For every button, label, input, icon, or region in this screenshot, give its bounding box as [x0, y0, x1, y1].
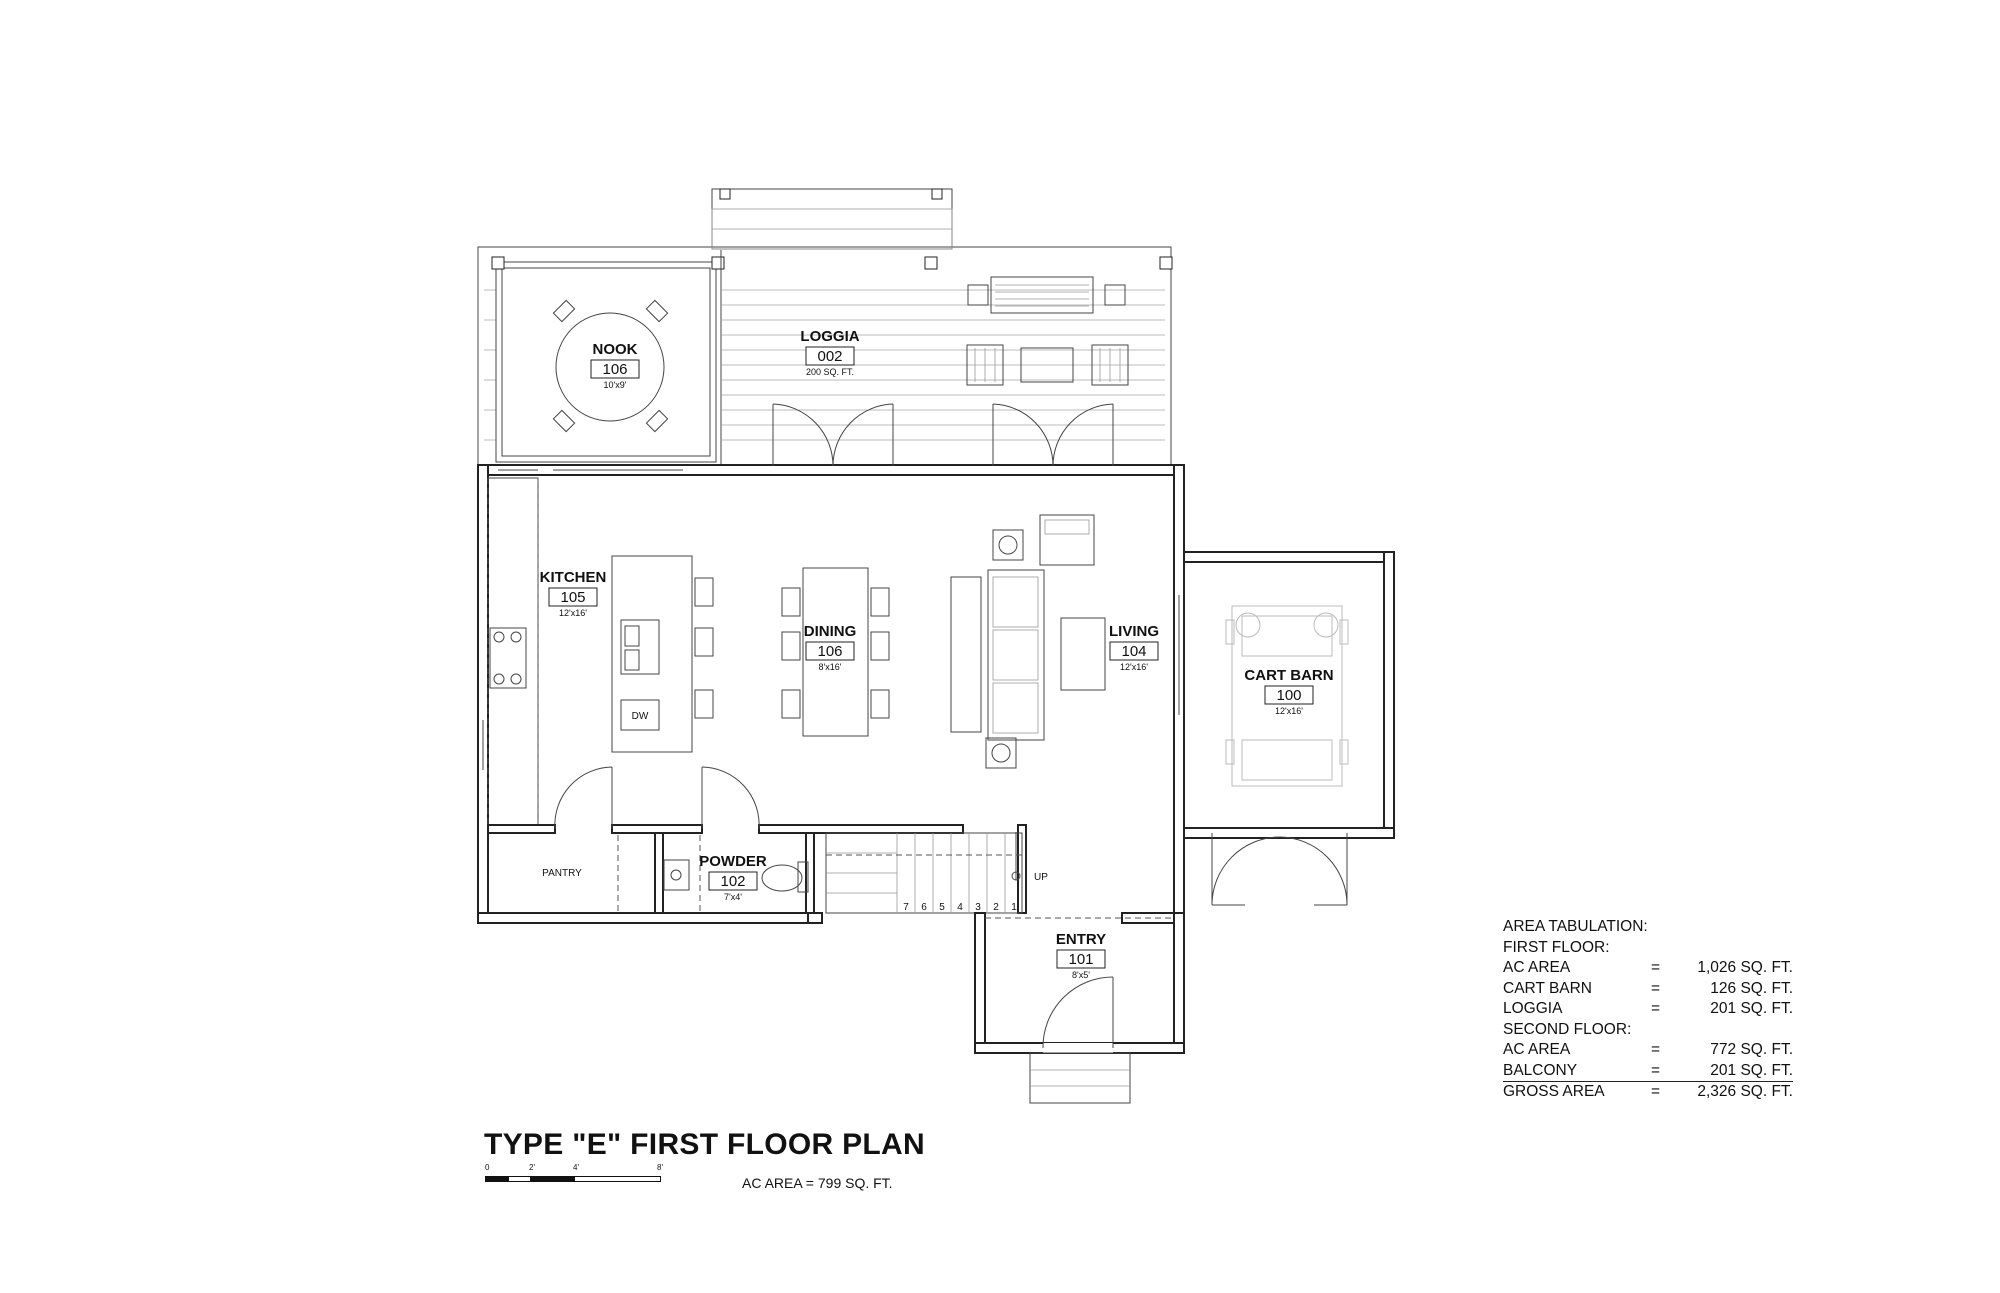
stair-step-number: 2	[993, 902, 999, 913]
kitchen-doors	[554, 766, 760, 830]
stair-step-numbers: 7 6 5 4 3 2 1	[903, 902, 1017, 913]
svg-text:12'x16': 12'x16'	[1120, 662, 1148, 672]
room-tag-living: LIVING 104 12'x16'	[1109, 623, 1159, 672]
scale-tick: 2'	[529, 1163, 535, 1172]
room-tag-kitchen: KITCHEN 105 12'x16'	[540, 569, 607, 618]
stair-step-number: 3	[975, 902, 981, 913]
room-tag-pantry: PANTRY	[542, 868, 582, 879]
svg-text:8'x5': 8'x5'	[1072, 970, 1090, 980]
loggia-porch	[477, 188, 1173, 466]
svg-text:LIVING: LIVING	[1109, 623, 1159, 640]
svg-text:POWDER: POWDER	[699, 853, 767, 870]
svg-text:KITCHEN: KITCHEN	[540, 569, 607, 586]
area-row: AC AREA=772 SQ. FT.	[1503, 1041, 1793, 1058]
living-furniture	[950, 514, 1106, 769]
svg-text:DINING: DINING	[804, 623, 857, 640]
second-floor-label: SECOND FLOOR:	[1503, 1020, 1632, 1038]
svg-text:106: 106	[817, 643, 842, 660]
svg-text:002: 002	[817, 348, 842, 365]
pantry-powder-fixtures	[617, 835, 809, 912]
room-tag-loggia: LOGGIA 002 200 SQ. FT.	[800, 328, 859, 377]
dishwasher-label: DW	[632, 711, 649, 722]
stair-step-number: 4	[957, 902, 963, 913]
svg-text:ENTRY: ENTRY	[1056, 931, 1106, 948]
loggia-french-doors	[772, 403, 1114, 467]
svg-text:100: 100	[1276, 687, 1301, 704]
room-tag-entry: ENTRY 101 8'x5'	[1056, 931, 1106, 980]
top-wall-openings	[498, 466, 1113, 474]
stair-step-number: 1	[1011, 902, 1017, 913]
area-row: LOGGIA=201 SQ. FT.	[1503, 1000, 1793, 1017]
scale-tick: 0	[485, 1163, 490, 1172]
deck-boards	[484, 289, 1165, 441]
room-tag-nook: NOOK 106 10'x9'	[590, 341, 640, 390]
plan-title: TYPE "E" FIRST FLOOR PLAN	[484, 1128, 925, 1161]
nook-table	[552, 299, 669, 433]
loggia-furniture	[966, 276, 1129, 386]
svg-text:7'x4': 7'x4'	[724, 892, 742, 902]
scale-tick: 4'	[573, 1163, 579, 1172]
svg-text:12'x16': 12'x16'	[1275, 706, 1303, 716]
svg-text:8'x16': 8'x16'	[819, 662, 842, 672]
svg-text:104: 104	[1121, 643, 1146, 660]
left-wall-windows	[479, 535, 487, 895]
area-tabulation: AREA TABULATION: FIRST FLOOR: AC AREA=1,…	[1503, 917, 1793, 1103]
kitchen-island	[611, 555, 714, 753]
entry-vestibule	[974, 912, 1185, 1104]
gross-area-row: GROSS AREA=2,326 SQ. FT.	[1503, 1083, 1793, 1100]
svg-text:10'x9': 10'x9'	[604, 380, 627, 390]
area-tabulation-title: AREA TABULATION:	[1503, 918, 1648, 935]
svg-text:NOOK: NOOK	[593, 341, 638, 358]
svg-text:CART BARN: CART BARN	[1244, 667, 1333, 684]
svg-text:200 SQ. FT.: 200 SQ. FT.	[806, 367, 854, 377]
cart-barn	[1183, 551, 1395, 906]
svg-text:101: 101	[1068, 951, 1093, 968]
area-row: CART BARN=126 SQ. FT.	[1503, 979, 1793, 997]
ac-area-note: AC AREA = 799 SQ. FT.	[742, 1175, 893, 1191]
dining-table	[781, 567, 890, 737]
room-tag-powder: POWDER 102 7'x4'	[699, 853, 767, 902]
svg-text:PANTRY: PANTRY	[542, 868, 582, 879]
svg-text:12'x16': 12'x16'	[559, 608, 587, 618]
scale-bar: 0 2' 4' 8'	[485, 1163, 665, 1187]
svg-text:102: 102	[720, 873, 745, 890]
stair-up-label: UP	[1034, 872, 1048, 883]
svg-text:105: 105	[560, 589, 585, 606]
svg-text:106: 106	[602, 361, 627, 378]
area-row: BALCONY=201 SQ. FT.	[1503, 1061, 1793, 1082]
kitchen-counter	[487, 477, 539, 831]
room-tag-cart-barn: CART BARN 100 12'x16'	[1244, 667, 1333, 716]
room-tag-dining: DINING 106 8'x16'	[804, 623, 857, 672]
stair-step-number: 5	[939, 902, 945, 913]
first-floor-label: FIRST FLOOR:	[1503, 938, 1610, 956]
area-row: AC AREA=1,026 SQ. FT.	[1503, 959, 1793, 976]
stair-step-number: 7	[903, 902, 909, 913]
scale-tick: 8'	[657, 1163, 663, 1172]
stair-step-number: 6	[921, 902, 927, 913]
stair	[825, 832, 1023, 914]
svg-text:LOGGIA: LOGGIA	[800, 328, 859, 345]
